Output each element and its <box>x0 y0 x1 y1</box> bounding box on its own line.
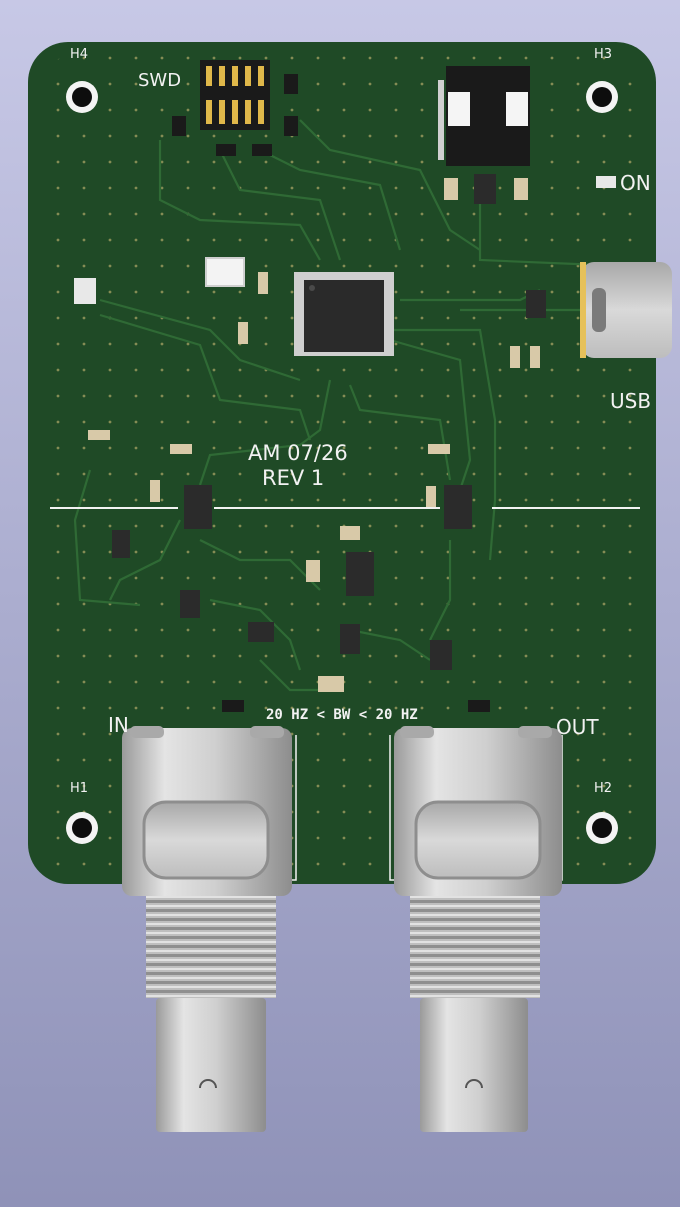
in-label: IN <box>108 713 129 737</box>
ic-packages <box>112 174 546 670</box>
bnc-connector-out <box>394 726 562 1132</box>
traces <box>73 119 601 692</box>
bnc-connector-in <box>122 726 292 1132</box>
crystal <box>205 257 245 287</box>
mounting-holes <box>66 81 618 844</box>
swd-label: SWD <box>138 70 181 91</box>
hole-label-h2: H2 <box>594 781 612 796</box>
board-title-line2: REV 1 <box>262 466 324 490</box>
hole-label-h3: H3 <box>594 47 612 62</box>
passive-components <box>74 74 616 712</box>
hole-label-h1: H1 <box>70 781 88 796</box>
swd-header <box>200 60 270 130</box>
bandwidth-label: 20 HZ < BW < 20 HZ <box>266 707 418 723</box>
out-label: OUT <box>556 715 599 739</box>
usb-label: USB <box>610 389 651 413</box>
power-regulator <box>438 66 530 166</box>
hole-label-h4: H4 <box>70 47 88 62</box>
usb-c-connector <box>580 262 672 358</box>
board-title-line1: AM 07/26 <box>248 441 348 465</box>
microcontroller-chip <box>294 272 394 356</box>
on-label: ON <box>620 171 651 195</box>
